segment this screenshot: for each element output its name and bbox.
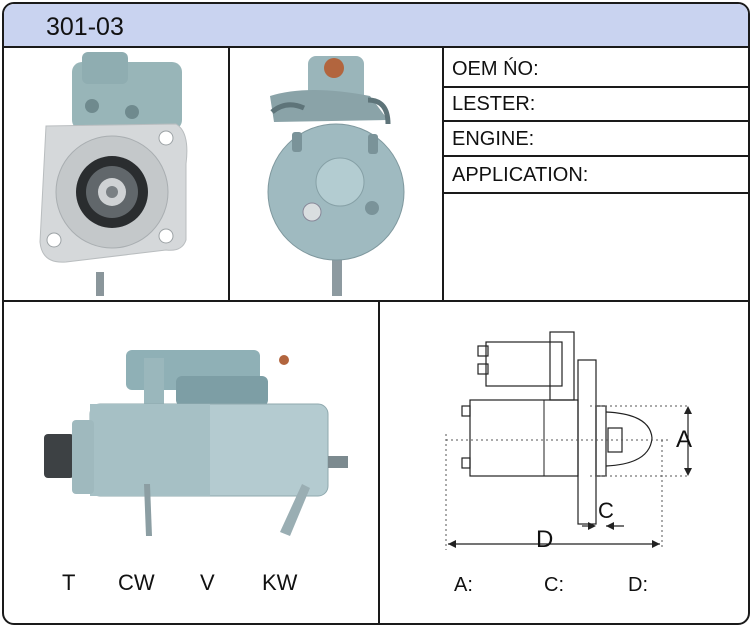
field-divider [442,192,748,194]
rotation-label-cw: CW [118,570,155,595]
rotation-label-kw: KW [262,570,298,595]
rotation-label-v: V [200,570,215,595]
divider [378,300,380,623]
dimension-c-marker: C [598,498,614,523]
dimension-drawing [445,331,692,550]
dimension-d-marker: D [536,526,554,553]
field-divider [442,155,748,157]
field-divider [442,120,748,122]
field-divider [442,86,748,88]
starter-rear-view-image [267,56,405,296]
header-bar: 301-03 [4,4,748,48]
part-number-title: 301-03 [46,13,124,41]
dim-field-c: C: [544,574,564,596]
dim-field-a: A: [454,574,473,596]
rotation-label-t: T [62,570,76,595]
divider [442,46,444,302]
engine-label: ENGINE: [452,128,535,150]
lester-label: LESTER: [452,93,536,115]
dimension-a-marker: A [676,426,693,453]
starter-side-view-image [44,350,348,536]
divider [228,46,230,302]
dim-field-d: D: [628,574,648,596]
divider [4,300,748,302]
application-label: APPLICATION: [452,164,589,186]
oem-no-label: OEM ŃO: [452,58,539,80]
starter-front-view-image [39,52,188,296]
